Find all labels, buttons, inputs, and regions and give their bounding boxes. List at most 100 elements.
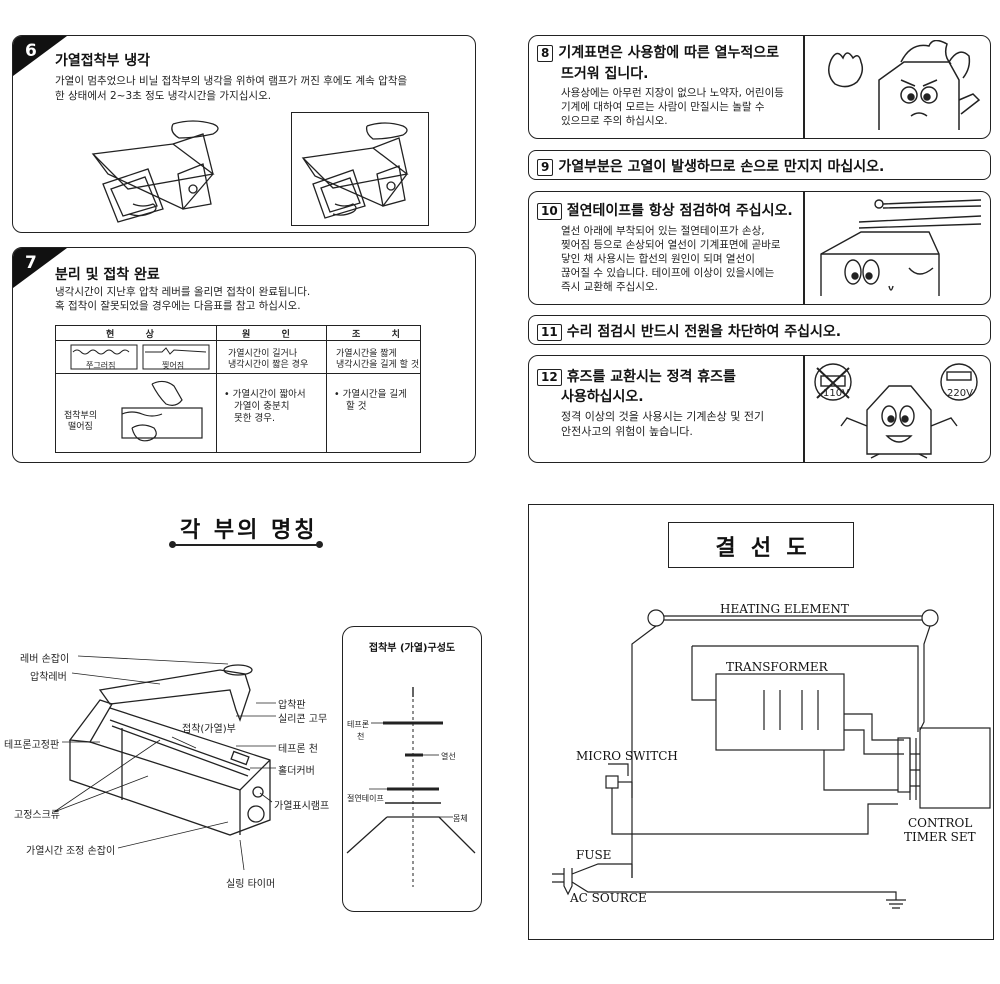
action-row2-line1: • 가열시간을 길게 — [334, 389, 407, 400]
panel-divider — [803, 356, 805, 462]
section-number-box: 11 — [537, 324, 562, 341]
panel-divider — [803, 36, 805, 138]
section-title-text: 가열부분은 고열이 발생하므로 손으로 만지지 마십시오. — [558, 159, 885, 175]
action-row2-line2: 할 것 — [346, 401, 367, 412]
fuse-character-illustration — [814, 363, 978, 459]
section-number-box: 10 — [537, 203, 562, 220]
label-indicator-lamp: 가열표시램프 — [274, 801, 330, 812]
section-body-line1: 열선 아래에 부착되어 있는 절연테이프가 손상, — [561, 225, 765, 237]
cause-row2-line2: 가열이 충분치 — [234, 401, 290, 412]
table-header-action: 조 치 — [352, 330, 400, 340]
troubleshoot-table: 현 상 원 인 조 치 쭈그러짐 찢어짐 가열시간이 길거나 냉각시간이 짧은 … — [55, 325, 421, 453]
parts-title: 각 부의 명칭 — [180, 518, 318, 543]
fuse-bad-label: 110V — [823, 388, 849, 399]
label-fuse: FUSE — [576, 848, 612, 862]
section-body-line3: 닿인 채 사용시는 합선의 원인이 되며 열선이 — [561, 253, 755, 265]
table-col-divider — [326, 326, 327, 452]
sealer-release-illustration — [301, 122, 409, 219]
label-fix-screw: 고정스크류 — [14, 810, 60, 821]
section-number: 7 — [25, 253, 37, 273]
table-col-divider — [216, 326, 217, 452]
action-row1-line2: 냉각시간을 길게 할 것 — [336, 360, 420, 370]
section-body-line1: 정격 이상의 것을 사용시는 기계손상 및 전기 — [561, 410, 765, 423]
symptom-torn: 찢어짐 — [162, 361, 185, 370]
wrinkled-seal-icon — [70, 344, 138, 370]
label-ac-source: AC SOURCE — [570, 891, 647, 905]
label-micro-switch: MICRO SWITCH — [576, 749, 678, 763]
section-title-text: 기계표면은 사용함에 따른 열누적으로 — [558, 45, 780, 61]
seal-structure-inset: 접착부 (가열)구성도 테프론 천 열선 절연테이프 몸체 — [342, 626, 482, 912]
section-body-line1: 냉각시간이 지난후 압착 레버를 올리면 접착이 완료됩니다. — [55, 286, 311, 298]
section-title-text: 수리 점검시 반드시 전원을 차단하여 주십시오. — [566, 324, 842, 340]
section-title: 분리 및 접착 완료 — [55, 267, 160, 283]
section-7-panel: 7 분리 및 접착 완료 냉각시간이 지난후 압착 레버를 올리면 접착이 완료… — [12, 247, 476, 463]
symptom-wrinkled: 쭈그러짐 — [86, 361, 116, 370]
section-title-line2: 뜨거워 집니다. — [561, 66, 649, 82]
label-lever-knob: 레버 손잡이 — [20, 654, 70, 665]
action-row1-line1: 가열시간을 짧게 — [336, 349, 397, 359]
section-body-line1: 사용상에는 아무런 지장이 없으나 노약자, 어린이등 — [561, 87, 784, 99]
section-number-box: 12 — [537, 369, 562, 386]
cause-row1-line2: 냉각시간이 짧은 경우 — [228, 360, 309, 370]
section-body-line2: 안전사고의 위험이 높습니다. — [561, 425, 693, 438]
label-heating-element: HEATING ELEMENT — [720, 602, 849, 616]
section-6-panel: 6 가열접착부 냉각 가열이 멈추었으나 비닐 접착부의 냉각을 위하여 램프가… — [12, 35, 476, 233]
label-timer-set: TIMER SET — [904, 830, 976, 844]
section-title-line2: 사용하십시오. — [561, 389, 644, 405]
sealer-release-illustration-frame — [291, 112, 429, 226]
wiring-title-box — [668, 522, 854, 568]
table-row-divider — [56, 373, 420, 374]
label-teflon-cloth: 테프론 천 — [278, 744, 318, 755]
inset-title: 접착부 (가열)구성도 — [368, 643, 456, 654]
section-body-line1: 가열이 멈추었으나 비닐 접착부의 냉각을 위하여 램프가 꺼진 후에도 계속 … — [55, 75, 408, 87]
inset-label-body: 몸체 — [453, 814, 468, 823]
inset-label-tape: 절연테이프 — [347, 794, 384, 803]
section-body-line2: 찢어짐 등으로 손상되어 열선이 기계표면에 곧바로 — [561, 239, 781, 251]
inset-label-teflon: 테프론 — [347, 720, 370, 729]
sealer-press-illustration — [91, 120, 219, 223]
heating-wire-character-illustration — [820, 199, 982, 296]
table-header-symptom: 현 상 — [106, 330, 154, 340]
sealer-machine-diagram — [53, 655, 276, 871]
section-body-line2: 기계에 대하여 모르는 사람이 만질시는 놀랄 수 — [561, 101, 765, 113]
underline-dot — [169, 541, 176, 548]
label-transformer: TRANSFORMER — [726, 660, 828, 674]
parts-title-underline — [172, 544, 320, 546]
cause-row1-line1: 가열시간이 길거나 — [228, 349, 298, 359]
label-press-plate: 압착판 — [278, 700, 306, 711]
panel-divider — [803, 192, 805, 304]
section-body-line2: 혹 접착이 잘못되었을 경우에는 다음표를 참고 하십시오. — [55, 300, 301, 312]
wiring-diagram-panel — [528, 504, 994, 940]
section-number-box: 9 — [537, 159, 554, 176]
section-body-line3: 있으므로 주의 하십시오. — [561, 115, 668, 127]
label-teflon-plate: 테프론고정판 — [4, 740, 60, 751]
wiring-title: 결 선 도 — [715, 536, 807, 561]
symptom-detached-line1: 접착부의 — [64, 411, 98, 421]
fuse-good-label: 220V — [947, 388, 973, 399]
section-body-line5: 즉시 교환해 주십시오. — [561, 281, 658, 293]
label-holder-cover: 홀더커버 — [278, 766, 315, 777]
label-silicone-rubber: 실리콘 고무 — [278, 714, 328, 725]
label-timer-knob: 가열시간 조정 손잡이 — [26, 846, 116, 857]
symptom-detached-line2: 떨어짐 — [68, 422, 93, 432]
section-title: 가열접착부 냉각 — [55, 53, 151, 69]
table-header-row — [56, 326, 420, 341]
underline-dot — [316, 541, 323, 548]
inset-label-cloth: 천 — [357, 732, 365, 741]
label-sealing-timer: 실링 타이머 — [226, 879, 276, 890]
label-press-lever: 압착레버 — [30, 672, 67, 683]
cause-row2-line1: • 가열시간이 짧아서 — [224, 389, 306, 400]
label-heat-part: 접착(가열)부 — [182, 724, 236, 735]
table-header-cause: 원 인 — [242, 330, 290, 340]
torn-seal-icon — [142, 344, 210, 370]
cause-row2-line3: 못한 경우. — [234, 413, 275, 424]
